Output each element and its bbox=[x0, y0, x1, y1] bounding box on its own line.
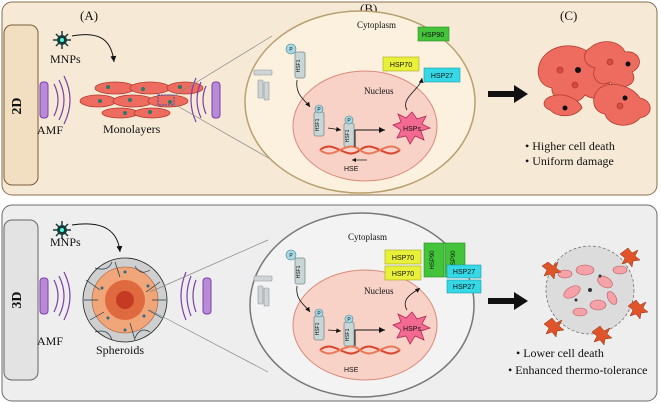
culture-label-2d: Monolayers bbox=[103, 122, 161, 136]
amf-coil-left-3d bbox=[39, 271, 71, 321]
export-arrow-2d bbox=[405, 77, 424, 111]
hse-label-3d: HSE bbox=[344, 367, 359, 374]
zoom-line-bottom-3d bbox=[149, 309, 269, 373]
svg-text:HSP27: HSP27 bbox=[431, 73, 453, 80]
svg-text:P: P bbox=[347, 317, 351, 323]
svg-text:HSP90: HSP90 bbox=[451, 250, 457, 270]
dna-helix-3d bbox=[319, 345, 401, 355]
svg-text:HSP27: HSP27 bbox=[453, 269, 475, 276]
hsf1-monomer-3d: HSF1 P bbox=[285, 249, 306, 285]
hsp90-badge-2d: HSP90 bbox=[417, 26, 450, 42]
svg-text:HSF1: HSF1 bbox=[296, 265, 302, 278]
dimension-tab-2d bbox=[3, 24, 39, 186]
panel-2d: 2D (A) MNPs AMF bbox=[1, 1, 658, 196]
amf-label-2d: AMF bbox=[37, 123, 63, 137]
transcription-arrow-3d bbox=[354, 327, 385, 346]
cytoplasm-label-3d: Cytoplasm bbox=[348, 232, 387, 242]
hsp70-badge-3d-a: HSP70 bbox=[384, 249, 422, 265]
cytoplasm-label-2d: Cytoplasm bbox=[357, 20, 396, 30]
dimension-label-2d: 2D bbox=[10, 97, 25, 114]
hsp27-badge-3d-a: HSP27 bbox=[446, 264, 482, 279]
hsp27-badge-3d-b: HSP27 bbox=[446, 279, 482, 294]
dimension-label-3d: 3D bbox=[10, 291, 25, 308]
zoom-line-top-3d bbox=[149, 239, 269, 293]
outcome-arrow-3d bbox=[488, 292, 528, 310]
svg-text:P: P bbox=[289, 47, 293, 53]
svg-text:HSF1: HSF1 bbox=[345, 129, 351, 142]
hsp70-badge-2d: HSP70 bbox=[382, 56, 420, 72]
svg-text:HSF1: HSF1 bbox=[315, 322, 321, 335]
svg-text:HSF1: HSF1 bbox=[315, 118, 321, 131]
outcome-arrow-2d bbox=[488, 85, 528, 103]
svg-text:HSF1: HSF1 bbox=[345, 328, 351, 341]
svg-text:P: P bbox=[289, 253, 293, 259]
monolayer-cells bbox=[79, 81, 204, 119]
svg-text:HSF1: HSF1 bbox=[296, 59, 302, 72]
svg-text:HSP70: HSP70 bbox=[392, 271, 414, 278]
activation-arrow-1-3d bbox=[296, 285, 311, 313]
outcome-3d-line-1: • Lower cell death bbox=[516, 346, 604, 360]
hsp27-badge-2d: HSP27 bbox=[423, 67, 461, 83]
damaged-cells-2d bbox=[537, 41, 651, 126]
svg-text:P: P bbox=[317, 311, 321, 317]
svg-text:HSP90: HSP90 bbox=[430, 250, 436, 270]
section-label-a: (A) bbox=[80, 8, 98, 23]
mnp-particle-icon bbox=[53, 31, 71, 49]
svg-text:HSP90: HSP90 bbox=[422, 32, 444, 39]
svg-text:HSP70: HSP70 bbox=[390, 62, 412, 69]
hsp70-badge-3d-b: HSP70 bbox=[384, 265, 422, 281]
outcome-2d-line-2: • Uniform damage bbox=[525, 154, 614, 168]
culture-label-3d: Spheroids bbox=[96, 343, 144, 357]
nucleus-label-2d: Nucleus bbox=[364, 86, 394, 96]
svg-text:P: P bbox=[347, 118, 351, 124]
export-arrow-3d bbox=[404, 287, 421, 311]
svg-text:P: P bbox=[317, 107, 321, 113]
hsps-burst-2d: HSPs bbox=[392, 111, 432, 145]
hsf1-trimer-nucleus-2d: HSF1 P HSF1 P bbox=[313, 104, 355, 148]
hsf1-monomer-2d: HSF1 P bbox=[285, 43, 306, 79]
outcome-3d-line-2: • Enhanced thermo-tolerance bbox=[508, 363, 647, 377]
amf-coil-right-3d bbox=[180, 271, 212, 321]
svg-text:HSP70: HSP70 bbox=[392, 255, 414, 262]
nucleus-label-3d: Nucleus bbox=[364, 286, 394, 296]
mnps-label-2d: MNPs bbox=[50, 52, 81, 66]
zoom-line-top-2d bbox=[173, 35, 273, 97]
mnp-delivery-arrow-2d bbox=[71, 34, 117, 63]
mnps-label-3d: MNPs bbox=[50, 235, 81, 249]
dna-helix-2d bbox=[319, 145, 401, 155]
activation-arrow-1-2d bbox=[296, 79, 311, 108]
hsp90-badge-3d-a: HSP90 bbox=[423, 242, 445, 278]
hsf1-trimer-nucleus-3d: HSF1 P HSF1 P bbox=[313, 308, 355, 347]
inactive-hsf1-fragments-2d bbox=[253, 69, 273, 101]
mnp-delivery-arrow-3d bbox=[71, 223, 123, 253]
hse-label-2d: HSE bbox=[344, 166, 359, 173]
svg-text:HSPs: HSPs bbox=[403, 126, 421, 133]
svg-text:HSP27: HSP27 bbox=[453, 284, 475, 291]
zoom-line-bottom-2d bbox=[173, 103, 273, 161]
section-label-c: (C) bbox=[560, 8, 577, 23]
inactive-hsf1-fragments-3d bbox=[253, 275, 273, 307]
spheroid bbox=[82, 257, 168, 343]
dimension-tab-3d bbox=[3, 219, 39, 381]
amf-coil-right-2d bbox=[190, 77, 221, 123]
panel-3d: 3D MNPs AMF Sphero bbox=[1, 204, 658, 402]
transcription-arrow-2d bbox=[354, 127, 385, 147]
activation-arrow-2-3d bbox=[327, 328, 342, 334]
hsps-burst-3d: HSPs bbox=[392, 311, 432, 345]
activation-arrow-2-2d bbox=[327, 126, 342, 132]
outcome-2d-line-1: • Higher cell death bbox=[525, 139, 615, 153]
amf-label-3d: AMF bbox=[37, 334, 63, 348]
mnp-particle-icon-3d bbox=[53, 221, 71, 239]
damaged-spheroid-3d bbox=[541, 245, 649, 346]
amf-coil-left-2d bbox=[39, 75, 71, 125]
svg-text:HSPs: HSPs bbox=[403, 326, 421, 333]
